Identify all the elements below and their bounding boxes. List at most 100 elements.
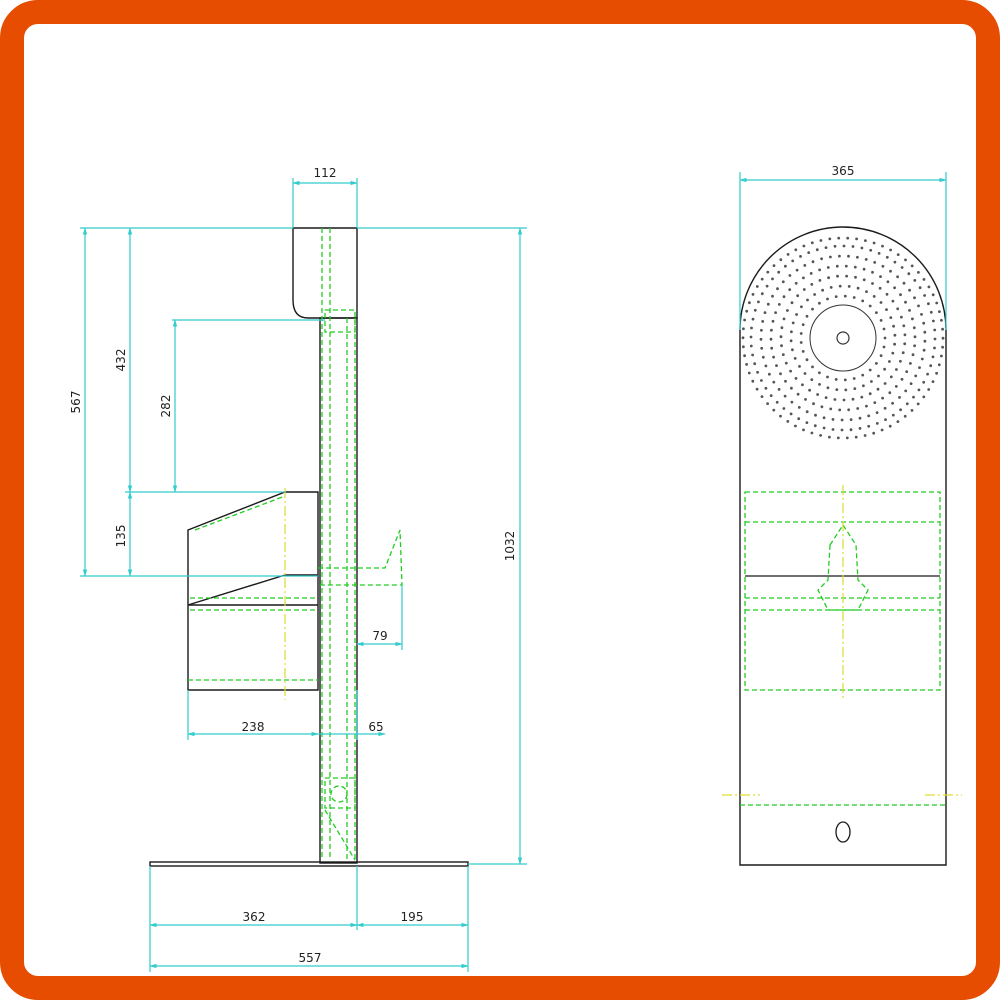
nozzle-dot xyxy=(864,258,868,261)
nozzle-dot xyxy=(929,364,933,368)
nozzle-dot xyxy=(893,342,896,346)
nozzle-dot xyxy=(846,236,850,240)
nozzle-dot xyxy=(883,367,886,371)
nozzle-dot xyxy=(918,286,922,290)
nozzle-dot xyxy=(882,345,886,349)
nozzle-dot xyxy=(875,422,879,425)
nozzle-dot xyxy=(865,290,868,293)
nozzle-dot xyxy=(889,269,892,273)
nozzle-dot xyxy=(931,293,935,297)
shower-head-center xyxy=(809,304,877,372)
nozzle-dot xyxy=(888,424,892,428)
nozzle-dot xyxy=(761,320,765,323)
nozzle-dot xyxy=(931,355,935,359)
nozzle-dot xyxy=(847,254,850,258)
nozzle-dot xyxy=(789,339,793,343)
nozzle-dot xyxy=(743,318,746,322)
nozzle-dot xyxy=(861,299,865,303)
nozzle-dot xyxy=(913,296,916,300)
nozzle-dot xyxy=(913,335,917,339)
nozzle-dot xyxy=(904,389,908,393)
front-view-dimensions xyxy=(739,172,947,330)
nozzle-dot xyxy=(780,326,784,330)
nozzle-dot xyxy=(927,388,931,391)
nozzle-dot xyxy=(803,264,807,267)
dim-label-282: 282 xyxy=(159,395,173,418)
nozzle-dot xyxy=(853,265,857,269)
nozzle-dot xyxy=(871,270,874,274)
nozzle-dot xyxy=(849,418,853,421)
nozzle-dot xyxy=(770,328,773,332)
nozzle-dot xyxy=(891,413,895,417)
nozzle-dot xyxy=(802,276,805,280)
nozzle-dot xyxy=(781,353,785,356)
nozzle-dot xyxy=(784,379,787,383)
nozzle-dot xyxy=(891,401,894,405)
nozzle-dot xyxy=(812,402,815,406)
nozzle-dot xyxy=(824,396,828,399)
nozzle-dot xyxy=(899,293,902,297)
dim-label-79: 79 xyxy=(372,629,387,643)
nozzle-dot xyxy=(905,402,909,406)
nozzle-dot xyxy=(818,268,821,272)
nozzle-dot xyxy=(918,366,921,369)
nozzle-dot xyxy=(867,414,871,418)
nozzle-dot xyxy=(759,337,763,341)
nozzle-dot xyxy=(877,374,880,378)
nozzle-dot xyxy=(881,244,884,248)
nozzle-dot xyxy=(876,387,880,391)
nozzle-dot xyxy=(835,388,839,391)
nozzle-dot xyxy=(895,368,898,371)
nozzle-dot xyxy=(904,300,907,304)
nozzle-dot xyxy=(770,346,774,350)
nozzle-dot xyxy=(883,406,887,410)
nozzle-dot xyxy=(818,301,821,305)
nozzle-dot xyxy=(751,379,755,383)
nozzle-dot xyxy=(793,357,797,360)
nozzle-dot xyxy=(892,324,895,328)
nozzle-dot xyxy=(860,246,864,250)
nozzle-dot xyxy=(781,280,785,284)
nozzle-dot xyxy=(922,395,926,399)
nozzle-dot xyxy=(782,407,786,410)
nozzle-dot xyxy=(745,363,748,366)
nozzle-dot xyxy=(757,300,760,304)
nozzle-dot xyxy=(844,388,848,392)
dim-label-1032: 1032 xyxy=(503,531,517,562)
nozzle-dot xyxy=(814,413,817,417)
nozzle-dot xyxy=(784,361,788,365)
nozzle-dot xyxy=(796,294,800,298)
nozzle-dot xyxy=(941,345,944,349)
nozzle-dot xyxy=(893,333,897,337)
nozzle-dot xyxy=(810,378,814,381)
nozzle-dot xyxy=(799,341,803,344)
nozzle-dot xyxy=(836,436,840,440)
dim-label-557: 557 xyxy=(299,951,322,965)
nozzle-dot xyxy=(889,375,893,379)
nozzle-dot xyxy=(765,284,769,288)
nozzle-dot xyxy=(808,388,811,392)
nozzle-dot xyxy=(820,405,824,409)
nozzle-dot xyxy=(797,406,801,409)
nozzle-dot xyxy=(795,268,799,272)
nozzle-dot xyxy=(923,330,927,334)
nozzle-dot xyxy=(889,248,892,252)
dim-label-65: 65 xyxy=(368,720,383,734)
nozzle-dot xyxy=(749,344,753,348)
nozzle-dot xyxy=(872,241,876,245)
nozzle-dot xyxy=(935,371,938,375)
nozzle-dot xyxy=(896,253,900,256)
nozzle-dot xyxy=(864,239,867,243)
nozzle-dot xyxy=(771,319,775,323)
nozzle-dot xyxy=(893,260,897,264)
nozzle-dot xyxy=(912,395,915,399)
nozzle-dot xyxy=(911,317,914,321)
side-view-hidden-lines xyxy=(188,228,403,861)
dim-label-112: 112 xyxy=(314,166,337,180)
nozzle-dot xyxy=(931,380,935,383)
nozzle-dot xyxy=(899,359,902,363)
nozzle-dot xyxy=(856,255,859,259)
nozzle-dot xyxy=(828,435,831,439)
nozzle-dot xyxy=(878,286,882,290)
nozzle-dot xyxy=(795,313,798,316)
